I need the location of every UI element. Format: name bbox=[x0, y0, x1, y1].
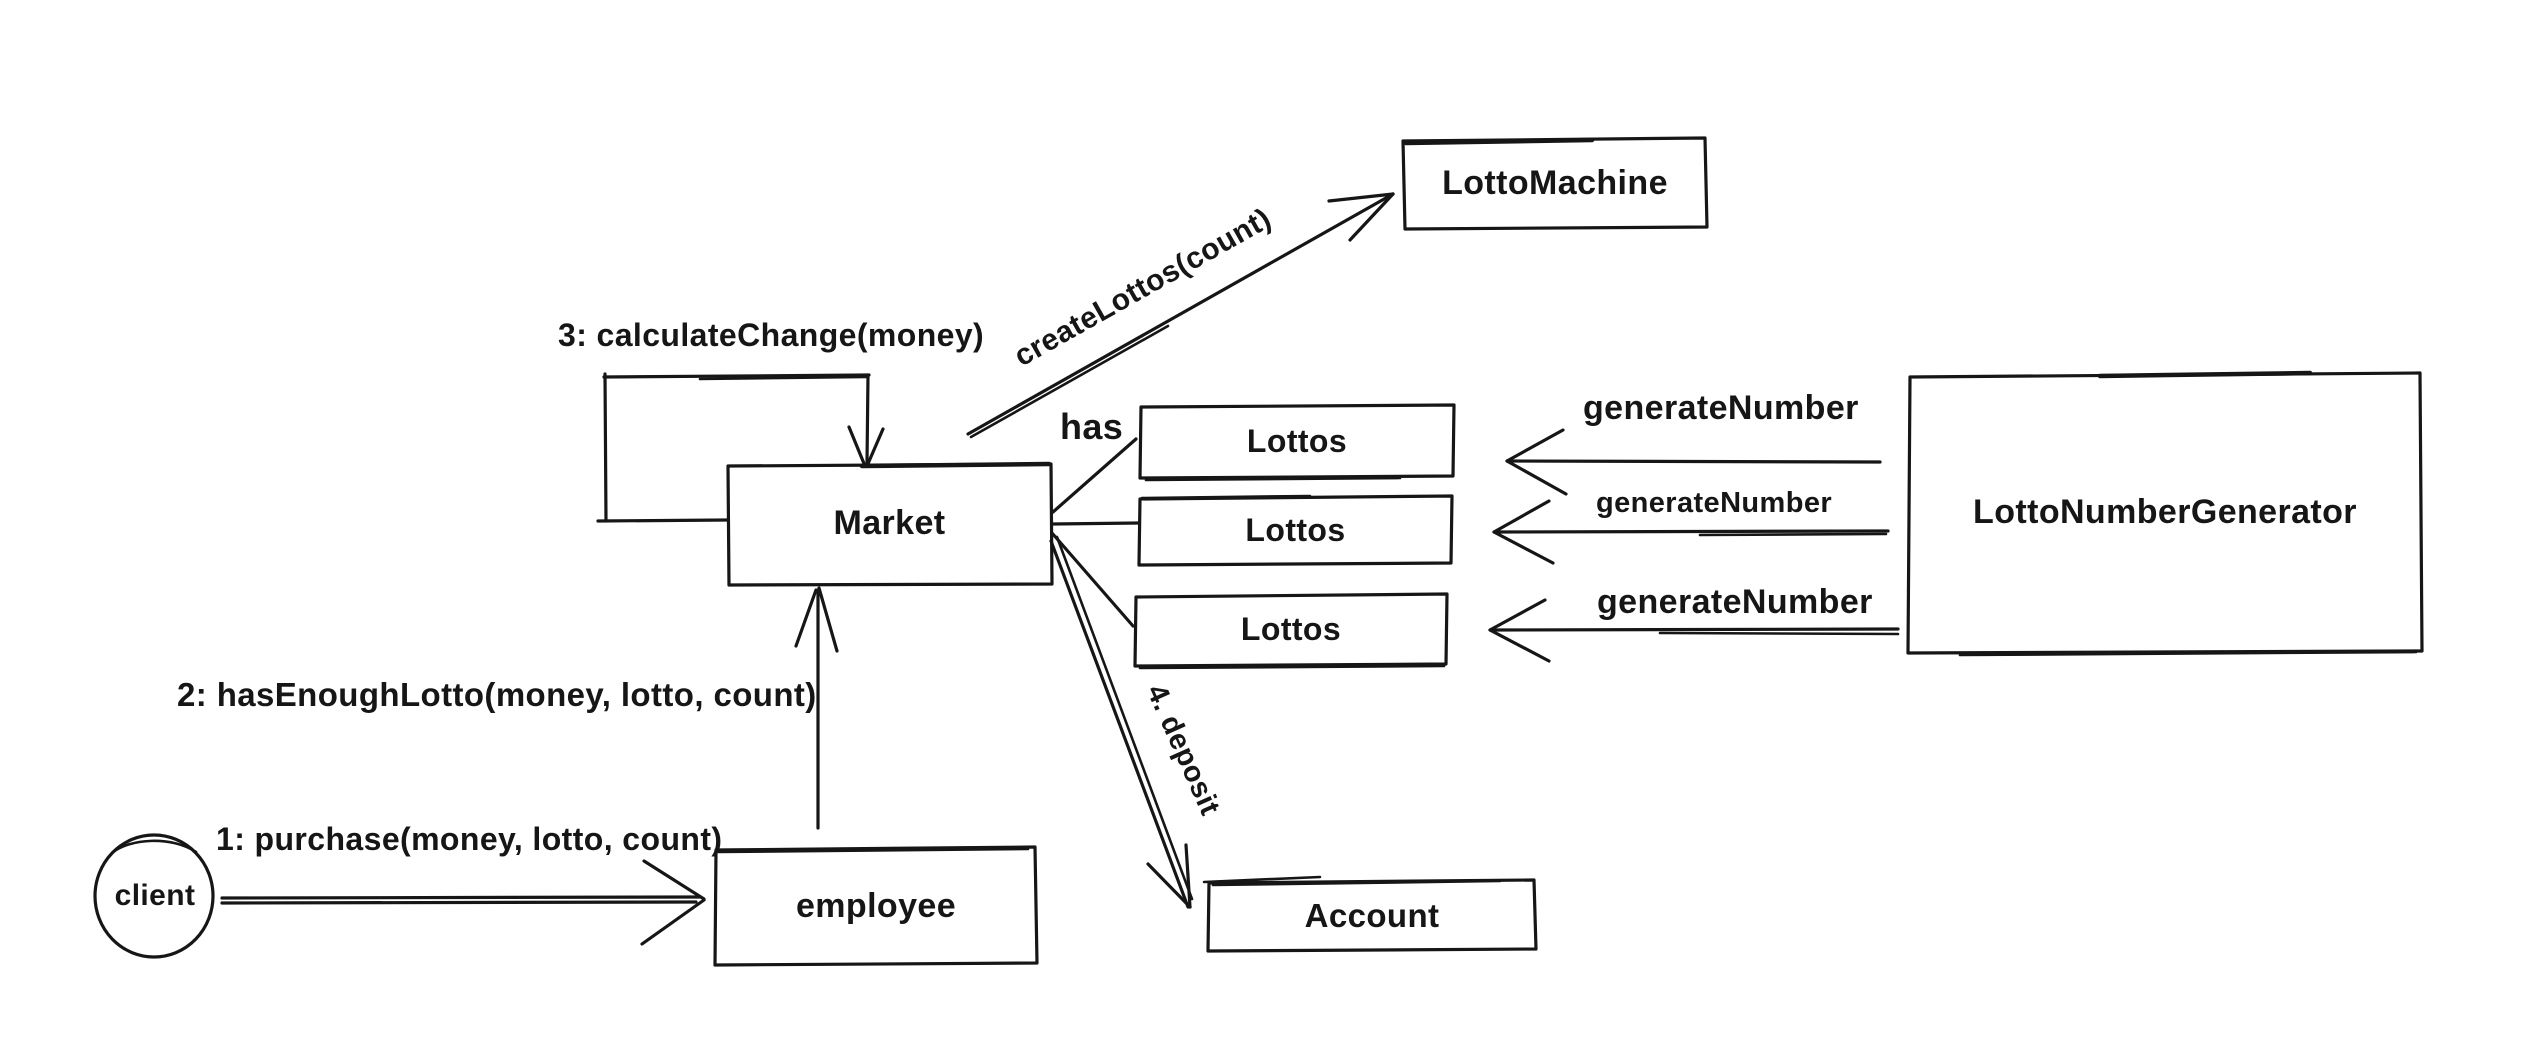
generate-number-label-3: generateNumber bbox=[1597, 582, 1873, 621]
market-label: Market bbox=[833, 504, 946, 542]
lottos-label-2: Lottos bbox=[1245, 511, 1346, 548]
create-lottos-arrowhead bbox=[1327, 192, 1395, 242]
lottos-node-1 bbox=[1138, 403, 1456, 482]
lottos-label-3: Lottos bbox=[1240, 611, 1342, 647]
account-label: Account bbox=[1304, 896, 1440, 934]
lotto-machine-node bbox=[1401, 136, 1709, 231]
generate-number-label-2: generateNumber bbox=[1596, 486, 1833, 519]
sketch-stroke bbox=[859, 461, 1052, 469]
lotto-machine-label: LottoMachine bbox=[1442, 163, 1668, 202]
purchase-message-label: 1: purchase(money, lotto, count) bbox=[216, 820, 723, 857]
lotto-number-generator-node bbox=[1906, 370, 2424, 657]
generate-number-arrow-1 bbox=[1505, 428, 1882, 496]
market-lottos-link-3 bbox=[1050, 531, 1135, 628]
purchase-arrowhead bbox=[640, 859, 706, 946]
client-actor bbox=[93, 833, 215, 959]
client-label: client bbox=[114, 879, 196, 912]
lottos-node-3 bbox=[1133, 592, 1449, 670]
lottos-label-1: Lottos bbox=[1246, 422, 1348, 459]
has-link-label: has bbox=[1060, 406, 1124, 447]
has-enough-lotto-message-label: 2: hasEnoughLotto(money, lotto, count) bbox=[177, 676, 817, 713]
generate-number-arrow-2 bbox=[1492, 499, 1890, 565]
sketch-stroke bbox=[1138, 664, 1446, 670]
calculate-change-message-label: 3: calculateChange(money) bbox=[558, 316, 985, 353]
market-lottos-link-1 bbox=[1051, 437, 1138, 514]
sketch-stroke bbox=[1202, 875, 1322, 884]
generate-number-label-1: generateNumber bbox=[1583, 388, 1859, 427]
sketch-stroke bbox=[717, 847, 1030, 854]
create-lottos-arrow bbox=[966, 192, 1395, 439]
has-enough-lotto-arrowhead bbox=[794, 586, 839, 653]
calculate-change-arrowhead bbox=[847, 425, 885, 468]
sketch-stroke bbox=[1144, 476, 1402, 482]
purchase-arrow bbox=[220, 859, 706, 946]
calculate-change-self-loop bbox=[596, 372, 885, 523]
sketch-stroke bbox=[1403, 137, 1595, 146]
generate-number-arrow-3 bbox=[1488, 598, 1900, 663]
sketch-stroke bbox=[110, 839, 198, 855]
sketch-stroke bbox=[1958, 650, 2418, 657]
account-node bbox=[1202, 875, 1538, 953]
employee-node bbox=[713, 845, 1039, 967]
has-enough-lotto-arrow bbox=[794, 586, 839, 830]
market-node bbox=[726, 461, 1054, 587]
sketch-stroke bbox=[1211, 879, 1502, 887]
deposit-arrow bbox=[1049, 535, 1194, 909]
sketch-stroke bbox=[2097, 370, 2313, 379]
deposit-arrowhead bbox=[1146, 843, 1192, 909]
lotto-number-generator-label: LottoNumberGenerator bbox=[1973, 493, 2357, 531]
market-lottos-link-2 bbox=[1051, 521, 1141, 526]
employee-label: employee bbox=[795, 886, 957, 925]
sketch-stroke bbox=[1140, 494, 1312, 500]
lottos-node-2 bbox=[1137, 494, 1454, 567]
